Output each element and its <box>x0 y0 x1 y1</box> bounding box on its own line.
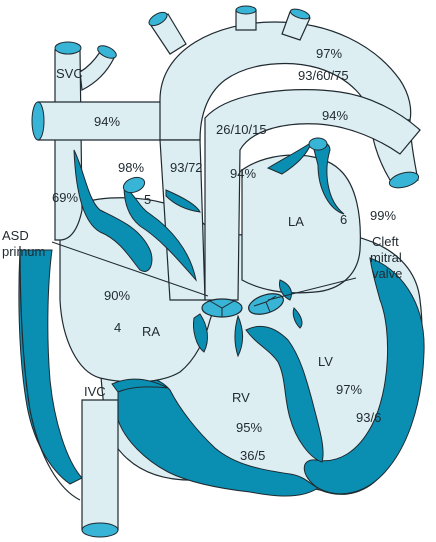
svc-vessel <box>54 49 83 241</box>
rv-inferior-wall <box>117 375 320 497</box>
measure-pa-trunk-sat: 94% <box>230 166 256 181</box>
ivc-vessel <box>81 399 119 531</box>
carotid-opening <box>235 5 257 15</box>
measure-aorta-pressure: 93/60/75 <box>298 68 349 83</box>
measure-pa-pressure: 26/10/15 <box>216 122 267 137</box>
measure-la-sat: 99% <box>370 208 396 223</box>
label-asd-2: primum <box>2 244 45 259</box>
measure-lpa-sat: 94% <box>322 108 348 123</box>
tricuspid-leaflet <box>193 313 208 353</box>
aortic-root-wall <box>165 189 201 213</box>
ventricular-septum <box>245 325 324 463</box>
svc-opening <box>54 41 82 55</box>
tricuspid-valve-commissures <box>209 300 235 317</box>
measure-aorta-sat: 97% <box>316 46 342 61</box>
measure-rv-pressure: 36/5 <box>240 448 265 463</box>
coronary-sinus-opening <box>122 176 146 194</box>
innominate-opening <box>148 11 168 27</box>
measure-rpa-sat: 94% <box>94 114 120 129</box>
rpa-opening <box>31 101 45 141</box>
measure-lv-sat: 97% <box>336 382 362 397</box>
measure-ra-pressure: 4 <box>114 320 121 335</box>
measure-lv-pressure: 93/6 <box>356 410 381 425</box>
measure-ivc-region-sat: 69% <box>52 190 78 205</box>
eustachian-valve <box>111 378 169 393</box>
label-rv: RV <box>232 390 250 405</box>
cleft-leader-line <box>267 277 357 301</box>
mitral-valve <box>248 293 284 315</box>
mitral-leaflet <box>292 307 303 329</box>
measure-ra-upper-pressure: 5 <box>144 192 151 207</box>
asd-leader-line <box>51 241 209 297</box>
label-ra: RA <box>142 324 160 339</box>
label-cleft-3: valve <box>372 266 402 281</box>
azygos-opening <box>97 45 117 59</box>
label-lv: LV <box>318 354 333 369</box>
measure-ascending-aorta: 93/72 <box>170 160 203 175</box>
heart-right-border <box>19 245 81 501</box>
ivc-opening <box>81 522 119 538</box>
label-svc: SVC <box>56 66 83 81</box>
measure-ra-sat: 90% <box>104 288 130 303</box>
measure-svc-sat: 98% <box>118 160 144 175</box>
label-cleft-2: mitral <box>370 250 402 265</box>
mitral-valve-commissures <box>253 295 277 313</box>
subclavian-opening <box>289 8 311 20</box>
pulmonary-vein-opening <box>308 137 328 151</box>
measure-la-pressure: 6 <box>340 212 347 227</box>
measure-rv-sat: 95% <box>236 420 262 435</box>
common-valve-leaflet <box>234 314 243 358</box>
pulmonary-artery <box>204 89 421 301</box>
label-asd-1: ASD <box>2 228 29 243</box>
label-ivc: IVC <box>84 384 106 399</box>
label-cleft-1: Cleft <box>372 234 399 249</box>
label-la: LA <box>288 214 304 229</box>
descending-aorta-opening <box>388 171 420 189</box>
svc-ostium <box>123 184 197 282</box>
ra-crista <box>73 149 153 272</box>
lv-outer-wall <box>303 257 425 495</box>
